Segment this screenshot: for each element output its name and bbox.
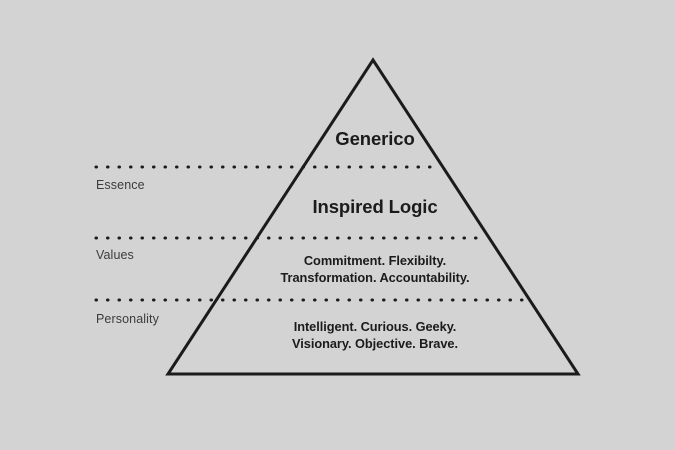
- pyramid-brand-name: Generico: [335, 128, 415, 149]
- tier-label-essence: Essence: [96, 178, 145, 192]
- tier-label-values: Values: [96, 248, 134, 262]
- pyramid-essence-statement: Inspired Logic: [312, 196, 438, 217]
- personality-text-line-1: Intelligent. Curious. Geeky.: [293, 319, 457, 334]
- values-text-line-2: Transformation. Accountability.: [280, 270, 470, 285]
- pyramid-outline: [165, 57, 581, 376]
- tier-label-personality: Personality: [96, 312, 159, 326]
- pyramid-personality-text: Intelligent. Curious. Geeky. Visionary. …: [292, 318, 458, 352]
- personality-text-line-2: Visionary. Objective. Brave.: [292, 336, 458, 351]
- pyramid-values-text: Commitment. Flexibilty. Transformation. …: [280, 252, 469, 286]
- values-text-line-1: Commitment. Flexibilty.: [303, 253, 447, 268]
